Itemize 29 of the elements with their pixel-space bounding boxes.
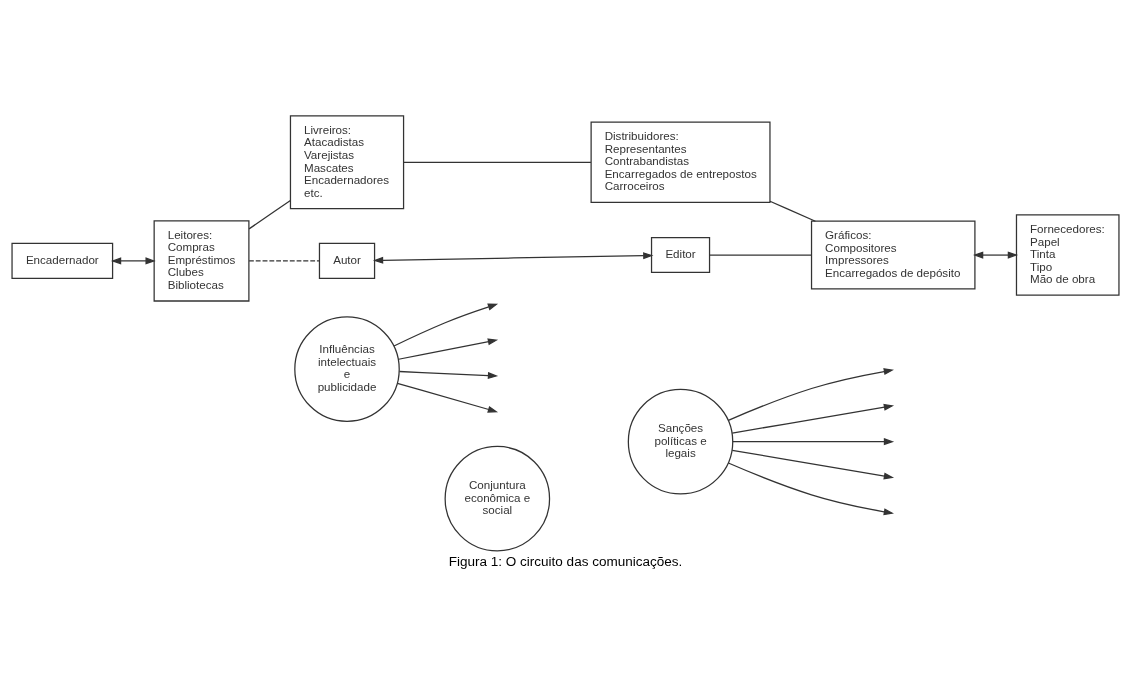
node-box: Livreiros: Atacadistas Varejistas Mascates Encadernadores etc. [289,114,405,209]
node-circle: Sanções políticas e legais [627,388,734,494]
arrow [973,251,1018,259]
connector [248,259,320,261]
arrow [727,367,894,421]
node-circle: Influências intelectuais e publicidade [294,315,400,422]
node-box: Leitores: Compras Empréstimos Clubes Bibliotecas [153,219,250,302]
arrow [398,370,499,379]
node-box: Gráficos: Compositores Impressores Encarregados de depósito [810,220,976,290]
arrow [393,303,499,347]
node-box: Fornecedores: Papel Tinta Tipo Mão de obra [1015,213,1120,296]
arrow [396,382,499,413]
connector [769,200,816,222]
connector [248,199,292,229]
arrow [732,437,895,445]
connector [403,161,592,163]
arrow [110,256,156,264]
node-circle: Conjuntura econômica e social [444,445,551,552]
arrow [372,251,654,264]
node-box: Editor [650,236,711,273]
connector [709,253,812,256]
arrow [731,449,895,480]
caption: Figura 1: O circuito das comunicações. [448,553,683,569]
node-box: Autor [318,242,376,279]
node-box: Distribuidores: Representantes Contrabandistas Encarregados de entrepostos Carroceiros [590,121,771,203]
node-box: Encadernador [11,242,114,279]
arrow [727,461,894,515]
arrow [731,403,895,434]
arrow [398,337,499,360]
